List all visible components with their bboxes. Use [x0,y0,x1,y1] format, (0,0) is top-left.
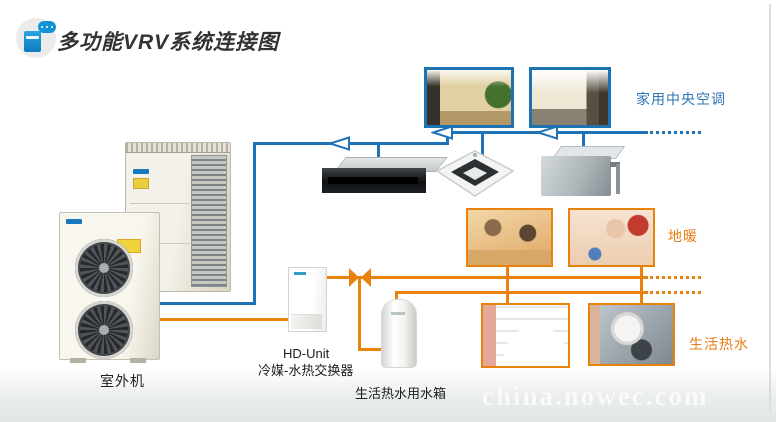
indoor-unit-cassette [436,150,514,197]
photo-dishwashing [588,303,675,366]
photo-living-room-2 [529,67,611,128]
hotwater-pipe-domestic [395,291,648,294]
hotwater-pipe-outdoor-to-hdunit [156,318,292,321]
hotwater-pipe-to-tank-bottom [358,348,385,351]
appliance-icon [24,31,41,52]
label-domestic-hot-water: 生活热水 [689,336,749,352]
valve-bowtie-icon [349,268,371,287]
photo-living-room-1 [424,67,514,128]
refrigerant-drop-duct-unit [377,144,380,164]
appliance-chat-icon [16,18,56,58]
indoor-unit-concealed [541,146,626,198]
label-home-central-ac: 家用中央空调 [636,91,726,107]
label-hd-unit-name: HD-Unit [283,346,330,361]
hd-unit-heat-exchanger [288,267,327,332]
label-water-tank: 生活热水用水箱 [355,386,447,401]
watermark: china.nowec.com [482,381,709,411]
hotwater-domestic-dotted [650,291,704,294]
refrigerant-pipe-outdoor-horizontal [155,302,256,305]
hotwater-branch-left [506,266,509,306]
photo-baby-floor-heating [568,208,655,267]
fan-grille [75,301,133,359]
refrigerant-drop-cassette-unit [481,133,484,159]
label-outdoor-unit: 室外机 [100,373,145,389]
indoor-unit-ducted [322,156,448,196]
brand-logo-mark [294,272,306,275]
speech-bubble-icon [38,21,56,33]
refrigerant-trunk-left [253,142,449,145]
refrigerant-pipe-riser [253,142,256,305]
hotwater-floor-heating-dotted [650,276,704,279]
brand-logo-mark [133,169,149,174]
refrigerant-trunk-continuation-dotted [650,131,704,134]
vrv-outdoor-unit-small [59,212,160,363]
page-edge-divider [769,4,771,412]
unit-top-grille [126,143,230,153]
photo-bathtub [481,303,570,368]
hotwater-branch-right [640,266,643,306]
label-floor-heating: 地暖 [668,228,698,244]
hot-water-tank [381,299,417,368]
label-hd-unit-desc: 冷媒-水热交换器 [258,363,354,378]
left-arrow-icon [431,125,453,140]
photo-family-floor-heating [466,208,553,267]
brand-logo-mark [391,312,405,315]
fan-grille [75,239,133,297]
hotwater-pipe-valve-down [358,278,361,351]
left-arrow-icon [328,136,350,151]
brand-logo-mark [66,219,82,224]
unit-side-louver [191,155,227,287]
hotwater-pipe-floor-heating [325,276,648,279]
energy-label [133,178,149,189]
left-arrow-icon [536,125,558,140]
refrigerant-drop-concealed-unit [582,133,585,153]
page-title: 多功能VRV系统连接图 [57,31,280,54]
hotwater-pipe-tank-top-stub [395,291,398,304]
footer-band [0,368,776,422]
